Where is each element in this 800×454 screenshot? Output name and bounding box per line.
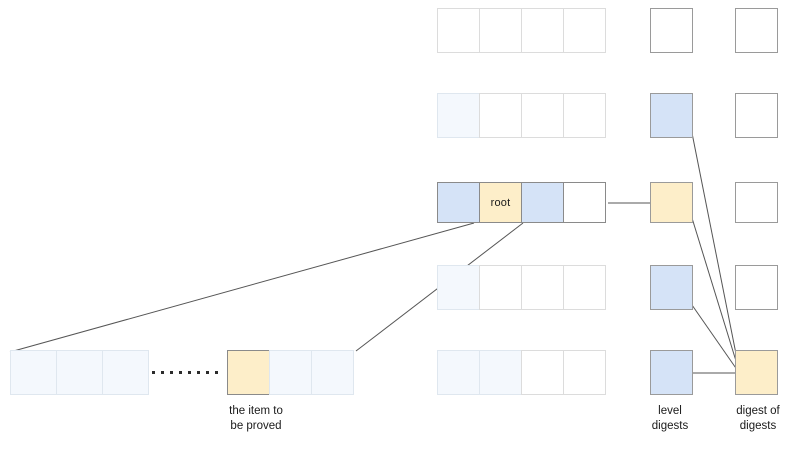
row-level-2-digest-of-digests <box>735 93 778 138</box>
row-level-5-cell-3 <box>563 350 606 395</box>
row-level-4-cell-2 <box>521 265 564 310</box>
row-level-3-root-cell-3 <box>563 182 606 223</box>
leaf-row-left-segment-cell-1 <box>56 350 103 395</box>
ellipsis-dot <box>206 371 209 374</box>
ellipsis-dots <box>152 371 218 374</box>
row-level-1 <box>437 8 606 53</box>
ellipsis-dot <box>161 371 164 374</box>
ellipsis-dot <box>215 371 218 374</box>
row-level-1-digest-of-digests <box>735 8 778 53</box>
line-level3-digest-to-dod <box>691 217 741 375</box>
row-level-3-root: root <box>437 182 606 223</box>
row-level-3-root-cell-0 <box>437 182 480 223</box>
leaf-row-right-segment-cell-0 <box>227 350 270 395</box>
row-level-4 <box>437 265 606 310</box>
ellipsis-dot <box>152 371 155 374</box>
row-level-4-cell-0 <box>437 265 480 310</box>
row-level-1-cell-2 <box>521 8 564 53</box>
caption-level-digests: level digests <box>651 405 689 432</box>
leaf-row-right-segment-cell-1 <box>269 350 312 395</box>
row-level-3-root-cell-1: root <box>479 182 522 223</box>
line-root-left-to-leaf-start <box>9 222 475 353</box>
row-level-2-level-digest <box>650 93 693 138</box>
row-level-4-level-digest <box>650 265 693 310</box>
leaf-row-left-segment <box>10 350 149 395</box>
row-level-1-level-digest <box>650 8 693 53</box>
row-level-3-root-digest-of-digests <box>735 182 778 223</box>
row-level-2-cell-3 <box>563 93 606 138</box>
leaf-row-left-segment-cell-0 <box>10 350 57 395</box>
row-level-3-root-level-digest <box>650 182 693 223</box>
row-level-5-digest-of-digests <box>735 350 778 395</box>
row-level-4-digest-of-digests <box>735 265 778 310</box>
row-level-5 <box>437 350 606 395</box>
line-level4-digest-to-dod <box>691 304 741 375</box>
row-level-5-cell-0 <box>437 350 480 395</box>
row-level-2 <box>437 93 606 138</box>
caption-digest-of-digests: digest of digests <box>736 405 780 432</box>
row-level-4-cell-1 <box>479 265 522 310</box>
leaf-row-left-segment-cell-2 <box>102 350 149 395</box>
row-level-2-cell-1 <box>479 93 522 138</box>
row-level-1-cell-0 <box>437 8 480 53</box>
ellipsis-dot <box>170 371 173 374</box>
root-cell-label: root <box>490 196 511 209</box>
row-level-4-cell-3 <box>563 265 606 310</box>
row-level-3-root-cell-2 <box>521 182 564 223</box>
caption-item-to-be-proved: the item to be proved <box>229 405 283 432</box>
row-level-1-cell-1 <box>479 8 522 53</box>
row-level-5-cell-1 <box>479 350 522 395</box>
row-level-1-cell-3 <box>563 8 606 53</box>
leaf-row-right-segment-cell-2 <box>311 350 354 395</box>
leaf-row-right-segment <box>227 350 354 395</box>
row-level-5-cell-2 <box>521 350 564 395</box>
ellipsis-dot <box>197 371 200 374</box>
ellipsis-dot <box>179 371 182 374</box>
line-level2-digest-to-dod <box>691 132 741 375</box>
row-level-5-level-digest <box>650 350 693 395</box>
row-level-2-cell-2 <box>521 93 564 138</box>
row-level-2-cell-0 <box>437 93 480 138</box>
ellipsis-dot <box>188 371 191 374</box>
